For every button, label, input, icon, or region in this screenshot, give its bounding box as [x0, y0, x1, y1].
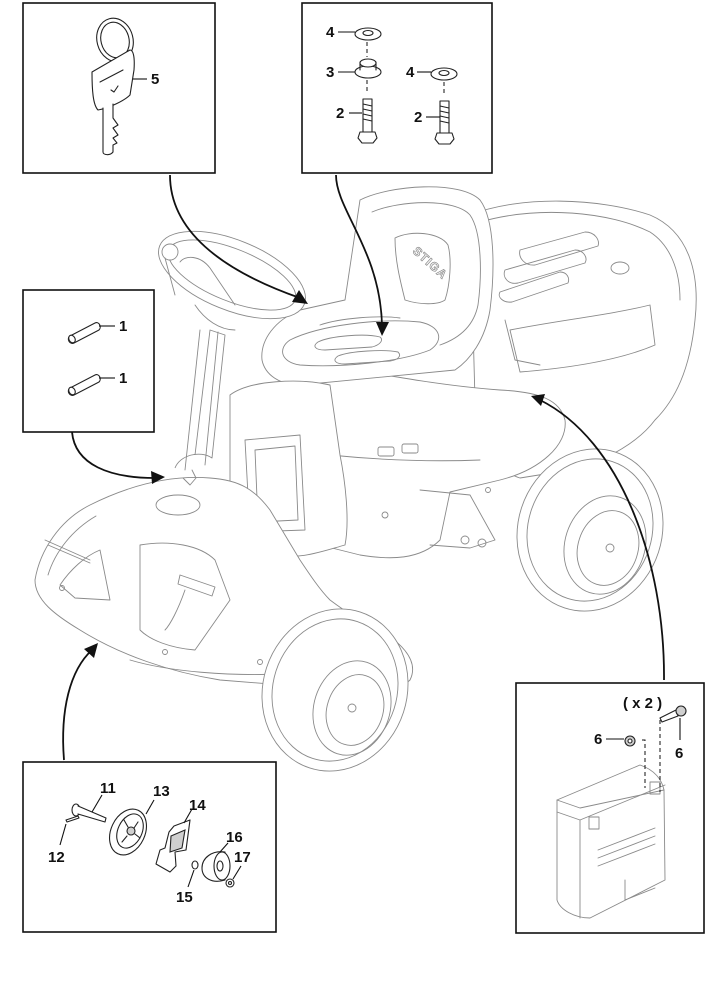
part-label-1a: 1	[119, 318, 127, 335]
part-label-5: 5	[151, 71, 159, 88]
quantity-note: ( x 2 )	[623, 695, 662, 712]
bolt-icon	[357, 98, 378, 144]
nut-small-icon	[225, 878, 235, 888]
washer-icon	[354, 27, 382, 41]
part-label-4b: 4	[406, 64, 415, 81]
wheel-icon	[109, 808, 147, 856]
bolt-small-icon	[659, 705, 687, 723]
key-icon	[91, 17, 135, 156]
washer-small-icon	[191, 860, 199, 870]
leader-arrows	[62, 174, 665, 761]
part-label-15: 15	[176, 889, 193, 906]
steering-wheel	[155, 230, 306, 516]
battery-icon	[556, 764, 666, 919]
pin-icon	[67, 322, 101, 344]
arrow-key-to-dash	[169, 174, 301, 299]
callout-seat-bolts: 4 3 2 4 2	[301, 2, 493, 174]
arrow-battery-to-body	[539, 399, 665, 681]
arrow-wheel-to-deck	[62, 649, 93, 761]
callout-key: 5	[22, 2, 216, 174]
arrow-pins-to-column	[71, 431, 156, 479]
pin-small-icon	[65, 815, 80, 823]
part-label-1b: 1	[119, 370, 127, 387]
callout-pins: 1 1	[22, 289, 155, 433]
part-label-11: 11	[100, 780, 116, 797]
part-label-2b: 2	[414, 109, 422, 126]
part-label-3: 3	[326, 64, 334, 81]
front-wheel	[261, 608, 409, 772]
rear-wheel	[516, 448, 664, 612]
chassis	[289, 359, 566, 559]
part-label-16: 16	[226, 829, 243, 846]
mower-illustration: STIGA	[34, 186, 697, 772]
part-label-14: 14	[189, 797, 206, 814]
part-label-4a: 4	[326, 24, 335, 41]
washer-icon	[430, 67, 458, 81]
part-label-6a: 6	[594, 731, 602, 748]
part-label-13: 13	[153, 783, 170, 800]
arrow-bolts-to-seat	[335, 174, 383, 326]
part-label-6b: 6	[675, 745, 683, 762]
nut-icon	[624, 735, 636, 747]
part-label-2a: 2	[336, 105, 344, 122]
callout-wheel-assembly: 11 12 13 14 15 16	[22, 761, 277, 933]
bolt-icon	[434, 100, 455, 145]
knob-icon	[201, 851, 231, 882]
bracket-icon	[155, 819, 191, 873]
part-label-17: 17	[234, 849, 251, 866]
callout-battery: ( x 2 ) 6 6	[515, 682, 705, 934]
part-label-12: 12	[48, 849, 65, 866]
pin-icon	[67, 374, 101, 396]
